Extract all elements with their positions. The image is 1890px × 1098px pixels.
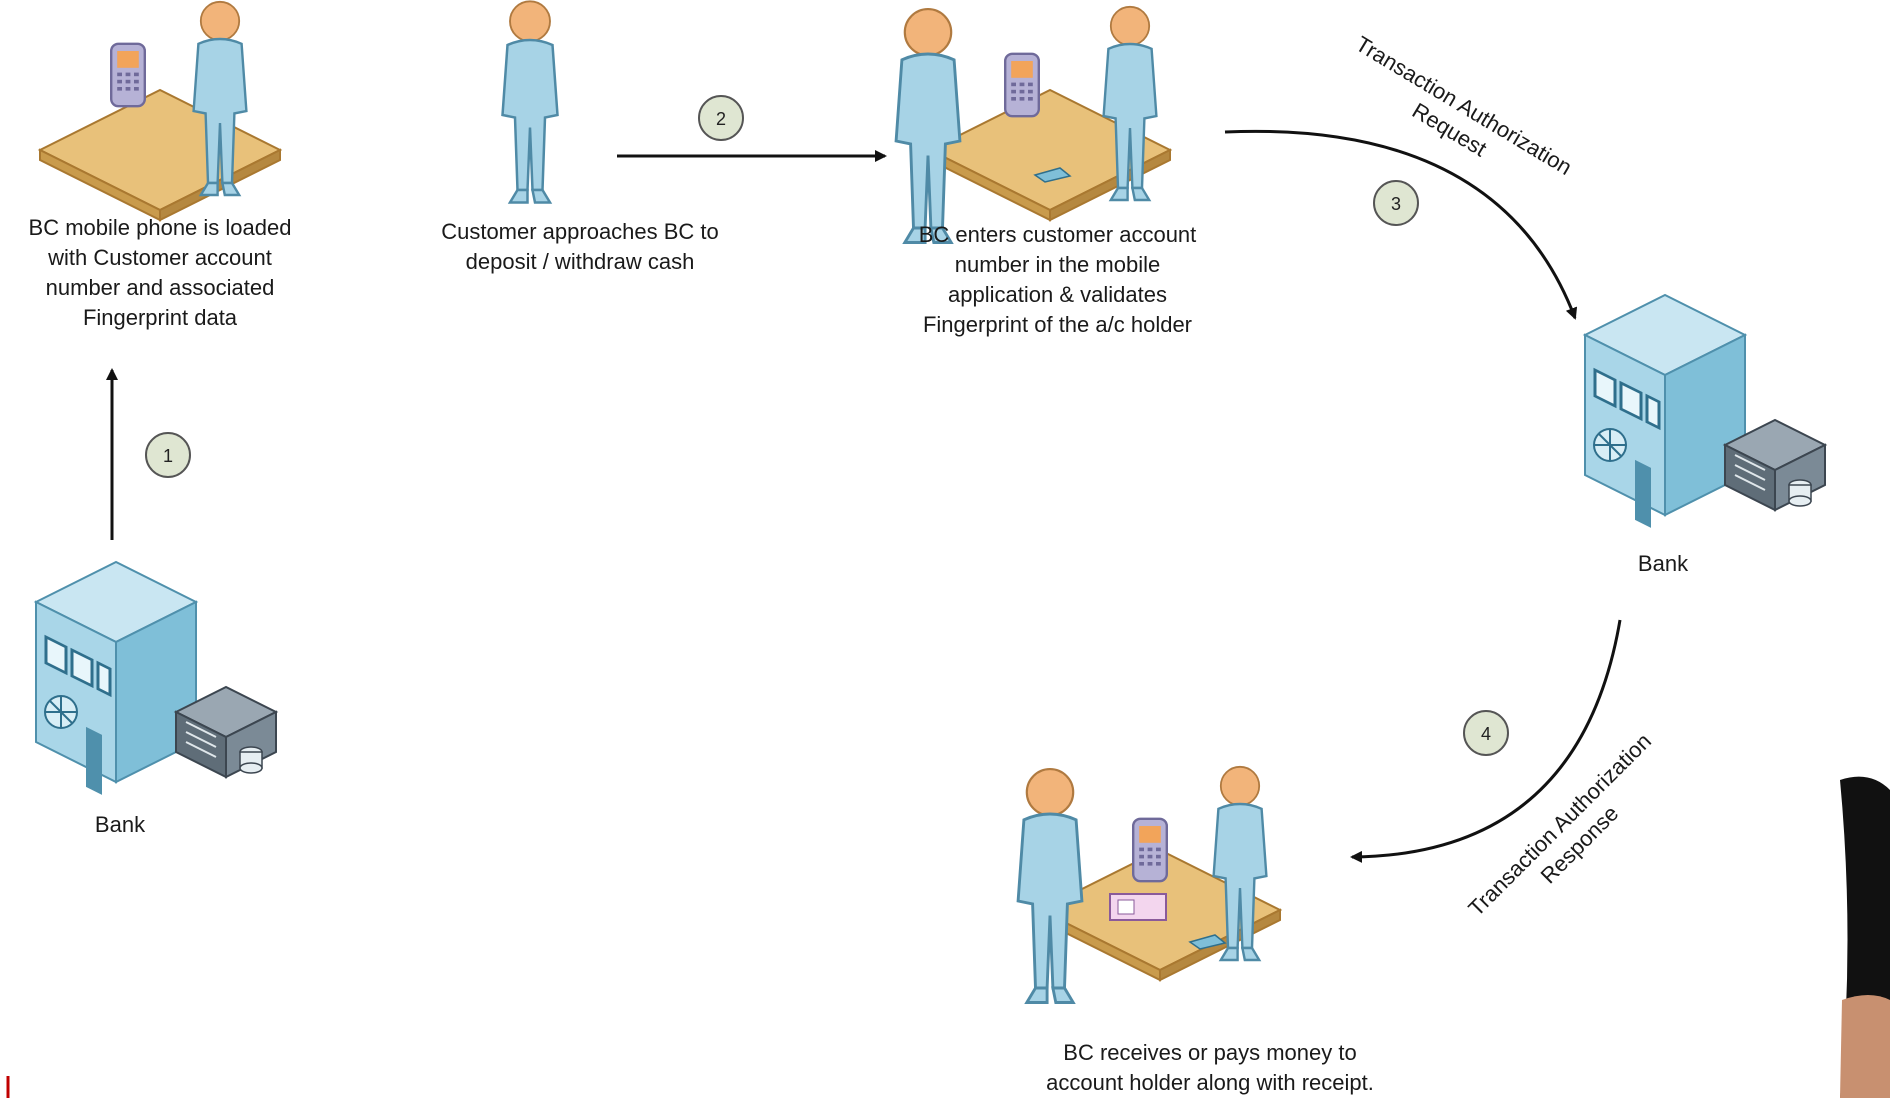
step-number-4: 4 <box>1481 724 1491 744</box>
arrow-response-to-bc <box>1350 619 1622 863</box>
response-label: Transaction Authorization Response <box>1463 728 1656 921</box>
step-badge-4: 4 <box>1463 710 1509 756</box>
request-label-line-1: Transaction Authorization <box>1351 31 1576 180</box>
step-number-1: 1 <box>163 446 173 466</box>
caption-bank-right: Bank <box>1637 551 1689 576</box>
bc-customer-desk-icon <box>894 5 1171 244</box>
step-number-3: 3 <box>1391 194 1401 214</box>
customer-figure-icon <box>501 0 559 204</box>
caption-bc-loaded: BC mobile phone is loaded with Customer … <box>28 215 292 330</box>
step-badge-1: 1 <box>145 432 191 478</box>
bank-building-left-icon <box>34 560 278 797</box>
step-badge-2: 2 <box>698 95 744 141</box>
bc-cash-payment-icon <box>1016 765 1281 1004</box>
caption-customer-approaches: Customer approaches BC to deposit / with… <box>441 219 719 274</box>
step-number-2: 2 <box>716 109 726 129</box>
request-label: Transaction Authorization Request <box>1351 31 1576 180</box>
bc-desk-scene-icon <box>39 0 281 221</box>
phone-edge-photo-icon <box>1840 776 1890 1098</box>
caption-bc-receives: BC receives or pays money to account hol… <box>1046 1040 1374 1095</box>
arrow-request-to-bank <box>1224 129 1578 320</box>
caption-bank-left: Bank <box>94 812 146 837</box>
bank-building-right-icon <box>1583 293 1827 530</box>
step-badge-3: 3 <box>1373 180 1419 226</box>
caption-bc-enters: BC enters customer account number in the… <box>918 222 1197 337</box>
